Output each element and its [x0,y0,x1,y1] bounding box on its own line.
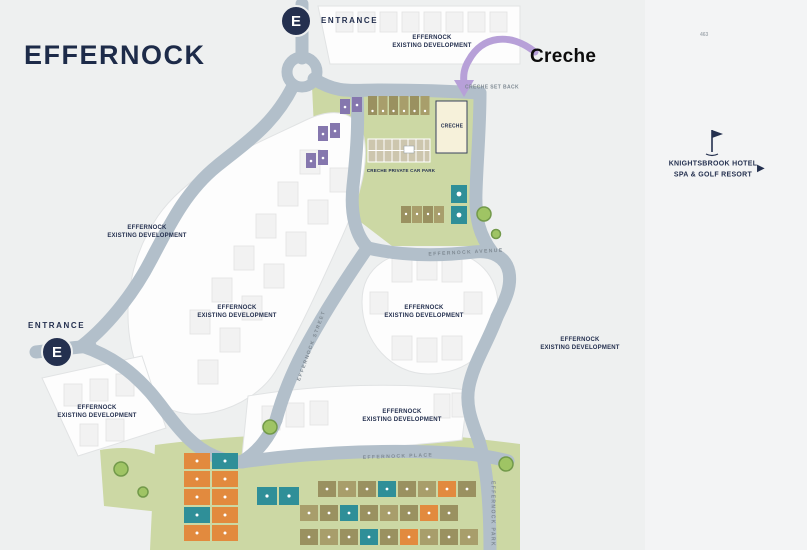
car-park-label: CRECHE PRIVATE CAR PARK [366,167,436,173]
trees [113,206,514,498]
creche-arrow [454,35,539,97]
creche-building [435,100,468,154]
existing-line2: EXISTING DEVELOPMENT [540,345,620,351]
hotel-direction-arrow: ▶ [757,163,765,174]
entrance-label-left: ENTRANCE [28,321,86,330]
existing-line1: EFFERNOCK [217,304,257,311]
existing-development-label-right: EFFERNOCK EXISTING DEVELOPMENT [540,336,619,352]
existing-development-label-bottom-left: EFFERNOCK EXISTING DEVELOPMENT [57,404,136,420]
existing-line2: EXISTING DEVELOPMENT [362,417,442,423]
existing-line1: EFFERNOCK [412,34,452,41]
existing-line2: EXISTING DEVELOPMENT [107,233,187,239]
existing-line1: EFFERNOCK [382,408,422,415]
map-title: EFFERNOCK [24,40,206,70]
hotel-line2: SPA & GOLF RESORT [673,171,753,178]
house-cluster-olive-bottom [300,481,478,545]
entrance-badge-top: E [280,5,312,37]
existing-line2: EXISTING DEVELOPMENT [197,313,277,319]
house-cluster-orange-bottom [184,453,238,541]
existing-development-label-left: EFFERNOCK EXISTING DEVELOPMENT [107,224,186,240]
existing-line2: EXISTING DEVELOPMENT [384,313,464,319]
roundabout [281,51,323,93]
house-cluster-olive-mid [401,206,444,223]
existing-line1: EFFERNOCK [404,304,444,311]
entrance-badge-left: E [41,336,73,368]
existing-development-label-top: EFFERNOCK EXISTING DEVELOPMENT [392,34,471,50]
page-ref: 463 [700,32,709,38]
existing-development-label-center-right: EFFERNOCK EXISTING DEVELOPMENT [384,304,463,320]
existing-line2: EXISTING DEVELOPMENT [392,43,472,49]
existing-line1: EFFERNOCK [560,336,600,343]
house-cluster-olive-top [368,96,430,115]
creche-set-back-label: CRECHE SET BACK [464,84,520,91]
hotel-line1: KNIGHTSBROOK HOTEL [668,160,758,168]
existing-line1: EFFERNOCK [127,224,167,231]
creche-building-label: CRECHE [440,123,464,130]
house-cluster-purple [306,97,362,168]
existing-development-label-center: EFFERNOCK EXISTING DEVELOPMENT [197,304,276,320]
house-cluster-teal [451,185,467,224]
entrance-badge-left-letter: E [51,343,62,361]
road-label-park: EFFERNOCK PARK [489,481,496,547]
entrance-label-top: ENTRANCE [321,16,379,25]
car-park [367,138,431,163]
golf-flag-icon [705,130,723,157]
existing-development-label-bottom: EFFERNOCK EXISTING DEVELOPMENT [362,408,441,424]
map-margin [645,0,807,550]
hotel-label: KNIGHTSBROOK HOTEL SPA & GOLF RESORT [669,160,758,181]
creche-callout: Creche [530,46,597,67]
existing-line2: EXISTING DEVELOPMENT [57,413,137,419]
entrance-badge-top-letter: E [290,12,301,30]
existing-line1: EFFERNOCK [77,404,117,411]
house-cluster-teal-bottom [257,487,299,505]
